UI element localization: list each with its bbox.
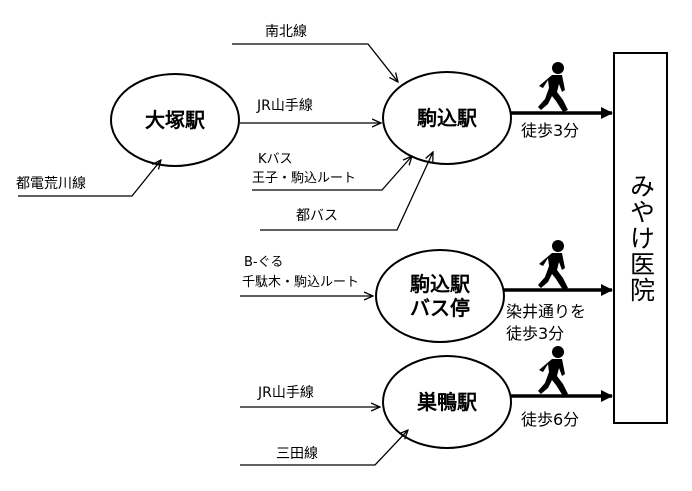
mita-line-arrow xyxy=(240,430,408,466)
sugamo-station-label: 巣鴨駅 xyxy=(383,382,511,422)
komagome-bus-stop-label: 駒込駅 バス停 xyxy=(376,270,504,322)
walking-person-icon xyxy=(538,346,568,396)
walk-route-bus-line2: 徒歩3分 xyxy=(506,324,565,343)
toden-arakawa-line-label: 都電荒川線 xyxy=(16,176,86,192)
yamanote-line-label-1: JR山手線 xyxy=(257,98,313,114)
walking-person-icon xyxy=(538,62,568,112)
komagome-station-name: 駒込駅 xyxy=(417,106,477,130)
toden-arakawa-line-arrow xyxy=(18,160,161,197)
kbus-line-arrow xyxy=(252,156,412,191)
walk-time-komagome: 徒歩3分 xyxy=(521,121,580,140)
komagome-station-label: 駒込駅 xyxy=(383,98,511,138)
nanboku-line-arrow xyxy=(232,43,398,82)
bgururu-label-line1: B-ぐる xyxy=(244,255,284,270)
bgururu-label-line2: 千駄木・駒込ルート xyxy=(242,275,360,290)
toei-bus-line-arrow xyxy=(260,152,433,231)
walking-person-icon xyxy=(538,240,568,290)
otsuka-station-name: 大塚駅 xyxy=(145,108,205,132)
walk-route-bus-line1: 染井通りを xyxy=(506,302,587,321)
otsuka-station-node xyxy=(110,73,240,167)
sugamo-station-node xyxy=(382,355,512,449)
komagome-bus-stop-line1: 駒込駅 xyxy=(410,272,470,296)
toei-bus-label: 都バス xyxy=(296,208,338,224)
kbus-label-line1: Kバス xyxy=(258,152,293,167)
clinic-box xyxy=(613,52,668,424)
kbus-label-line2: 王子・駒込ルート xyxy=(252,171,357,186)
otsuka-station-label: 大塚駅 xyxy=(111,100,239,140)
sugamo-station-name: 巣鴨駅 xyxy=(417,390,477,414)
komagome-station-node xyxy=(382,71,512,165)
clinic-name: みやけ医院 xyxy=(626,173,656,303)
komagome-bus-stop-node xyxy=(375,249,505,343)
walk-time-sugamo: 徒歩6分 xyxy=(521,410,580,429)
komagome-bus-stop-line2: バス停 xyxy=(410,296,470,320)
nanboku-line-label: 南北線 xyxy=(265,24,307,40)
mita-line-label: 三田線 xyxy=(276,446,318,462)
yamanote-line-label-2: JR山手線 xyxy=(258,385,314,401)
